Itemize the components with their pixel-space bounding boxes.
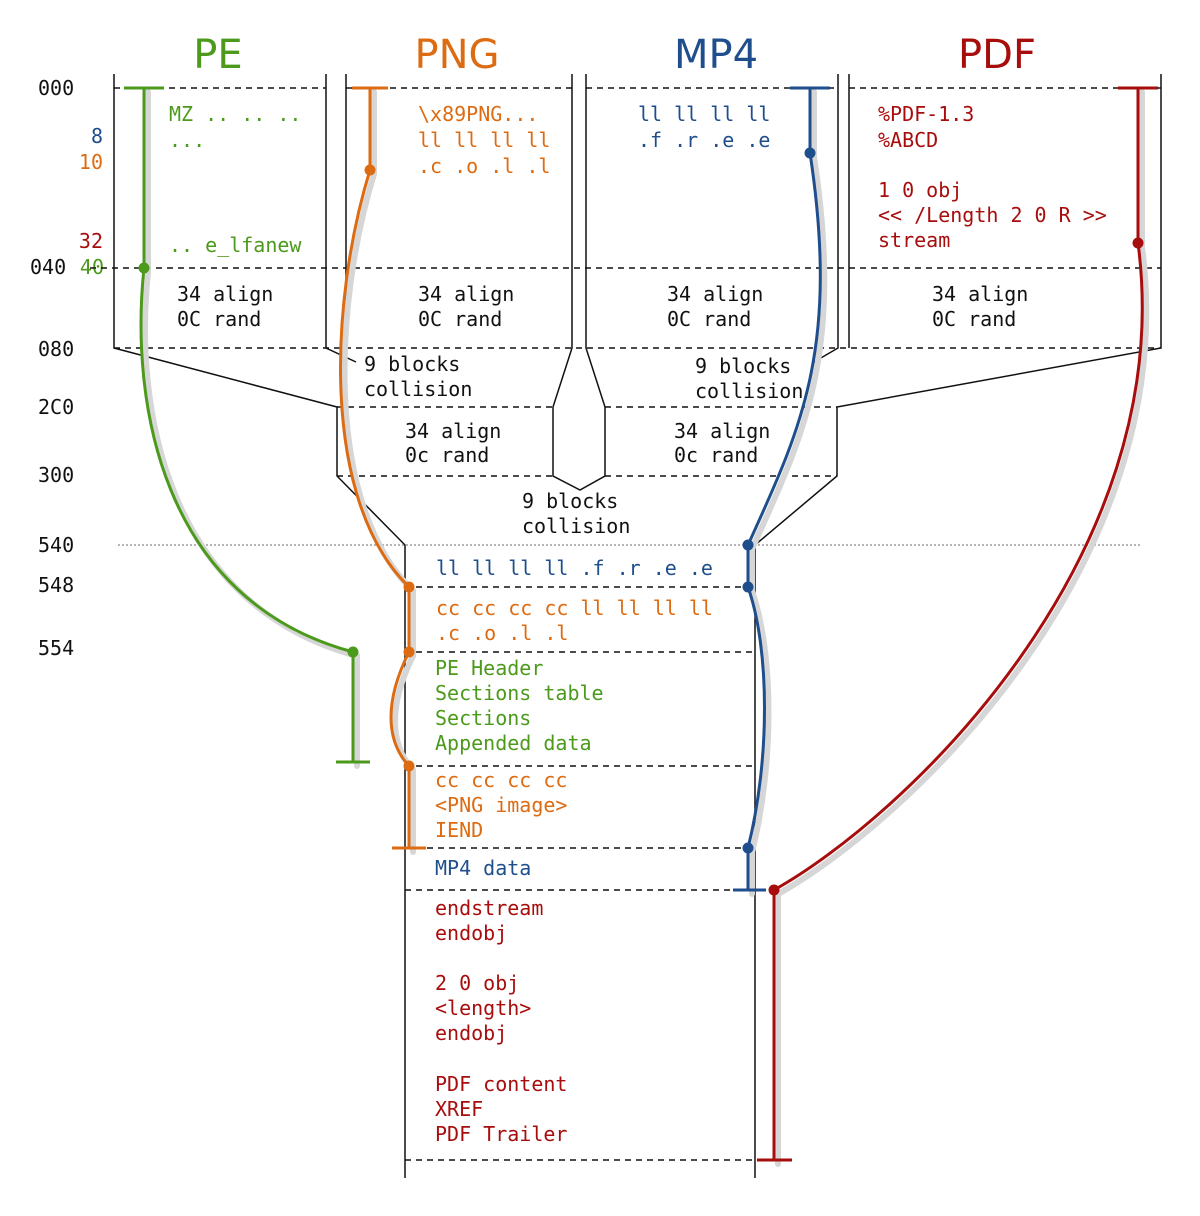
mp4-flow-path — [746, 88, 822, 890]
offset-10: 10 — [79, 150, 103, 174]
pdf-flow-path — [772, 88, 1144, 1160]
png-node-548 — [403, 581, 415, 593]
png-chunk-line2: .c .o .l .l — [436, 621, 568, 645]
png-align-label: 34 align — [418, 282, 514, 306]
mp4-node-8 — [804, 147, 816, 159]
collision-left-line2: collision — [364, 377, 472, 401]
pdf-header-line5: stream — [878, 228, 950, 252]
header-mp4: MP4 — [674, 32, 758, 78]
offset-32: 32 — [79, 229, 103, 253]
pe-body-line1: PE Header — [435, 656, 543, 680]
pe-rand-label: 0C rand — [177, 307, 261, 331]
offset-040: 040 — [30, 255, 66, 279]
png-node-chunk — [403, 760, 415, 772]
pdf-align-label: 34 align — [932, 282, 1028, 306]
pe-align-label: 34 align — [177, 282, 273, 306]
pdf-header-line2: %ABCD — [878, 128, 938, 152]
pe-body-line3: Sections — [435, 706, 531, 730]
offset-000: 000 — [38, 76, 74, 100]
pe-flow — [124, 86, 370, 764]
pdf-body-line1: endstream — [435, 896, 543, 920]
png-header-line2: ll ll ll ll — [418, 128, 550, 152]
pe-header-line3: .. e_lfanew — [169, 233, 302, 257]
pdf-node-stream — [768, 884, 780, 896]
collision-right-line1: 9 blocks — [695, 354, 791, 378]
header-png: PNG — [414, 32, 499, 78]
offset-548: 548 — [38, 573, 74, 597]
pdf-rand-label: 0C rand — [932, 307, 1016, 331]
pdf-header-line3: 1 0 obj — [878, 178, 962, 202]
png-body-line3: IEND — [435, 818, 483, 842]
png-rand-label: 0C rand — [418, 307, 502, 331]
offset-2c0: 2C0 — [38, 395, 74, 419]
png-header-line3: .c .o .l .l — [418, 154, 550, 178]
right-align2-label: 34 align — [674, 419, 770, 443]
png-header-line1: \x89PNG... — [418, 102, 538, 126]
pdf-body-line7: XREF — [435, 1097, 483, 1121]
mp4-flow — [733, 86, 830, 892]
header-pe: PE — [193, 32, 242, 78]
pdf-header-line4: << /Length 2 0 R >> — [878, 203, 1107, 227]
pdf-body-line2: endobj — [435, 921, 507, 945]
offset-40: 40 — [80, 255, 104, 279]
pdf-body-line5: endobj — [435, 1021, 507, 1045]
dashed-separators — [90, 87, 1161, 1161]
pe-node-40 — [138, 262, 150, 274]
mp4-node-540 — [742, 539, 754, 551]
mp4-header-line2: .f .r .e .e — [638, 128, 770, 152]
pdf-body-line6: PDF content — [435, 1072, 567, 1096]
mp4-node-data — [742, 842, 754, 854]
offset-300: 300 — [38, 463, 74, 487]
flow-shadows — [142, 89, 1150, 1167]
mp4-rand-label: 0C rand — [667, 307, 751, 331]
pe-header-line2: ... — [169, 128, 205, 152]
mp4-node-548 — [742, 581, 754, 593]
pdf-body-line3: 2 0 obj — [435, 971, 519, 995]
png-body-line1: cc cc cc cc — [435, 768, 567, 792]
pe-header-line1: MZ .. .. .. — [169, 102, 301, 126]
pdf-flow — [757, 86, 1158, 1162]
pdf-body-line4: <length> — [435, 996, 531, 1020]
collision-final-line2: collision — [522, 514, 630, 538]
mp4-header-line1: ll ll ll ll — [638, 102, 770, 126]
right-outline — [754, 74, 1162, 1178]
collision-left-line1: 9 blocks — [364, 352, 460, 376]
mp4-free-atom: ll ll ll ll .f .r .e .e — [436, 556, 713, 580]
offset-554: 554 — [38, 636, 74, 660]
collision-final-line1: 9 blocks — [522, 489, 618, 513]
collision-right-line2: collision — [695, 379, 803, 403]
mp4-data-label: MP4 data — [435, 856, 531, 880]
left-align2-label: 34 align — [405, 419, 501, 443]
header-pdf: PDF — [958, 32, 1036, 78]
mp4-pdf-divider — [813, 74, 839, 363]
pdf-header-line1: %PDF-1.3 — [878, 102, 974, 126]
mp4-align-label: 34 align — [667, 282, 763, 306]
right-rand2-label: 0c rand — [674, 443, 758, 467]
offset-080: 080 — [38, 337, 74, 361]
png-body-line2: <PNG image> — [435, 793, 567, 817]
png-flow — [339, 86, 426, 850]
offset-540: 540 — [38, 533, 74, 557]
pe-flow-path — [139, 88, 355, 762]
png-mp4-divider — [552, 74, 606, 491]
pe-body-line4: Appended data — [435, 731, 592, 755]
left-rand2-label: 0c rand — [405, 443, 489, 467]
pdf-node-32 — [1132, 237, 1144, 249]
pe-node-554 — [347, 646, 359, 658]
offset-8: 8 — [91, 124, 103, 148]
pdf-body-line8: PDF Trailer — [435, 1122, 567, 1146]
pe-body-line2: Sections table — [435, 681, 604, 705]
png-flow-path — [339, 88, 411, 848]
png-node-554 — [403, 646, 415, 658]
png-node-10 — [364, 164, 376, 176]
png-chunk-line1: cc cc cc cc ll ll ll ll — [436, 596, 713, 620]
